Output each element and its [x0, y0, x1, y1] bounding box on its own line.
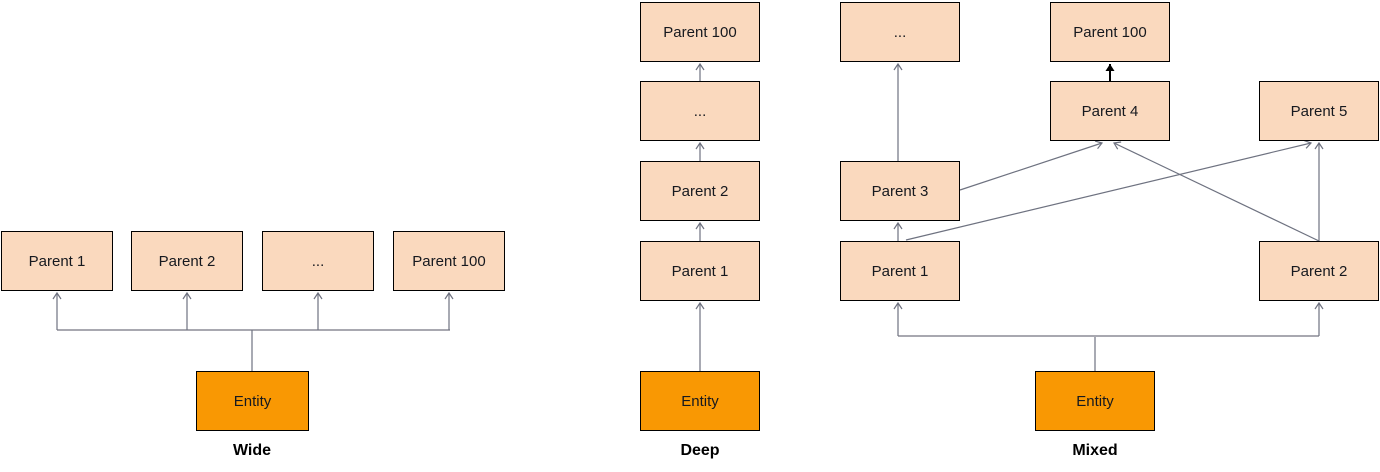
node-label: Entity	[233, 392, 272, 410]
node-label: Parent 100	[663, 23, 737, 41]
mixed-parent-3-node: Parent 3	[840, 161, 960, 221]
mixed-edge-parent3-parent4	[959, 140, 1104, 191]
deep-parent-100-node: Parent 100	[640, 2, 760, 62]
wide-parent-100-node: Parent 100	[393, 231, 505, 291]
node-label: Parent 4	[1081, 102, 1139, 120]
wide-entity-node: Entity	[196, 371, 309, 431]
deep-ellipsis-node: ...	[640, 81, 760, 141]
node-label: Parent 2	[1290, 262, 1348, 280]
deep-parent-2-node: Parent 2	[640, 161, 760, 221]
node-label: Parent 2	[671, 182, 729, 200]
mixed-edge-parent2-parent4	[1113, 141, 1320, 242]
node-label: Parent 1	[671, 262, 729, 280]
mixed-edge-parent1-parent5	[905, 139, 1313, 241]
node-label: Parent 1	[871, 262, 929, 280]
deep-parent-1-node: Parent 1	[640, 241, 760, 301]
node-label: ...	[893, 23, 907, 41]
deep-caption: Deep	[680, 442, 720, 459]
node-label: Parent 1	[28, 252, 86, 270]
mixed-caption: Mixed	[1072, 442, 1118, 459]
wide-caption: Wide	[232, 442, 272, 459]
mixed-parent-5-node: Parent 5	[1259, 81, 1379, 141]
node-label: Parent 2	[158, 252, 216, 270]
mixed-entity-node: Entity	[1035, 371, 1155, 431]
mixed-parent-4-node: Parent 4	[1050, 81, 1170, 141]
mixed-ellipsis-node: ...	[840, 2, 960, 62]
wide-parent-2-node: Parent 2	[131, 231, 243, 291]
node-label: Parent 100	[412, 252, 486, 270]
node-label: Parent 3	[871, 182, 929, 200]
wide-ellipsis-node: ...	[262, 231, 374, 291]
node-label: Entity	[681, 392, 719, 410]
deep-entity-node: Entity	[640, 371, 760, 431]
node-label: Parent 100	[1073, 23, 1147, 41]
mixed-parent-1-node: Parent 1	[840, 241, 960, 301]
node-label: ...	[693, 102, 707, 120]
mixed-parent-2-node: Parent 2	[1259, 241, 1379, 301]
node-label: ...	[311, 252, 325, 270]
mixed-parent-100-node: Parent 100	[1050, 2, 1170, 62]
node-label: Entity	[1076, 392, 1114, 410]
wide-parent-1-node: Parent 1	[1, 231, 113, 291]
node-label: Parent 5	[1290, 102, 1348, 120]
